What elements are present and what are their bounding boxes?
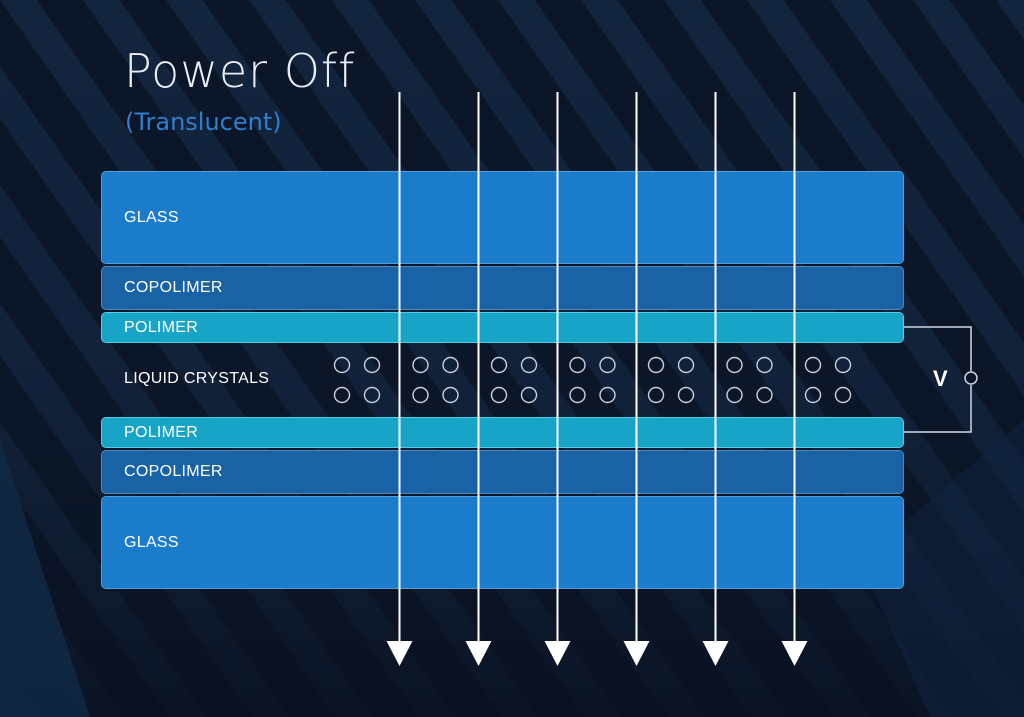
light-ray-arrowhead xyxy=(465,641,492,666)
layer-label: POLIMER xyxy=(124,318,199,336)
page-title: Power Off xyxy=(124,44,356,98)
liquid-crystals xyxy=(333,356,852,404)
light-ray-arrowhead xyxy=(544,641,571,666)
voltage-circuit xyxy=(904,326,978,433)
liquid-crystal-particle xyxy=(599,356,616,374)
liquid-crystal-particle xyxy=(834,386,852,404)
circuit-wire-bottom xyxy=(904,385,972,433)
layer-label: GLASS xyxy=(124,208,179,226)
layer-glass-top: GLASS xyxy=(101,171,904,264)
light-ray-arrowhead xyxy=(623,641,650,666)
liquid-crystal-particle xyxy=(647,386,665,404)
liquid-crystal-particle xyxy=(726,386,743,404)
liquid-crystal-particle xyxy=(569,386,586,404)
light-rays xyxy=(386,92,808,666)
liquid-crystal-particle xyxy=(363,386,381,404)
liquid-crystal-particle xyxy=(333,356,351,374)
light-ray-arrowhead xyxy=(702,641,729,666)
liquid-crystal-particle xyxy=(333,386,351,404)
liquid-crystal-particle xyxy=(756,356,773,374)
layer-label: POLIMER xyxy=(124,423,199,441)
liquid-crystal-particle xyxy=(363,356,381,374)
liquid-crystal-particle xyxy=(677,356,695,374)
liquid-crystal-particle xyxy=(569,356,586,374)
liquid-crystal-particle xyxy=(599,386,616,404)
light-ray-arrowhead xyxy=(386,641,413,666)
circuit-wire-top xyxy=(904,326,972,371)
liquid-crystal-particle xyxy=(834,356,852,374)
liquid-crystal-particle xyxy=(726,356,743,374)
page-subtitle: (Translucent) xyxy=(125,108,282,136)
layer-copolimer-bottom: COPOLIMER xyxy=(101,450,904,494)
layer-glass-bottom: GLASS xyxy=(101,496,904,589)
liquid-crystal-particle xyxy=(804,356,822,374)
layer-polimer-bottom: POLIMER xyxy=(101,417,904,448)
liquid-crystal-particle xyxy=(756,386,773,404)
liquid-crystal-particle xyxy=(442,386,459,404)
liquid-crystal-particle xyxy=(412,356,429,374)
liquid-crystal-particle xyxy=(520,356,538,374)
layer-label: GLASS xyxy=(124,533,179,551)
liquid-crystal-particle xyxy=(442,356,459,374)
voltage-label: V xyxy=(933,366,948,391)
liquid-crystals-label: LIQUID CRYSTALS xyxy=(124,370,270,387)
liquid-crystal-particle xyxy=(490,386,508,404)
layer-copolimer-top: COPOLIMER xyxy=(101,266,904,310)
liquid-crystal-particle xyxy=(520,386,538,404)
liquid-crystal-particle xyxy=(647,356,665,374)
layer-label: COPOLIMER xyxy=(124,463,223,480)
liquid-crystal-particle xyxy=(804,386,822,404)
liquid-crystal-particle xyxy=(412,386,429,404)
liquid-crystal-particle xyxy=(677,386,695,404)
light-ray-arrowhead xyxy=(781,641,808,666)
liquid-crystal-particle xyxy=(490,356,508,374)
layer-polimer-top: POLIMER xyxy=(101,312,904,343)
layer-label: COPOLIMER xyxy=(124,279,223,296)
voltage-terminal xyxy=(964,371,978,385)
